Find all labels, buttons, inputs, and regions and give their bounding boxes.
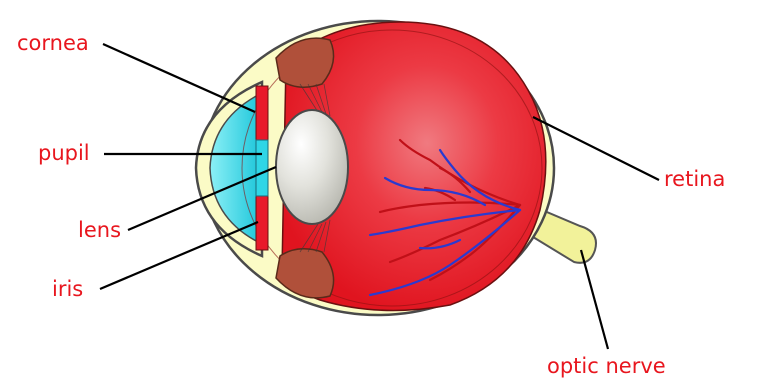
label-cornea: cornea [17,33,89,54]
label-optic-nerve: optic nerve [547,356,666,377]
pupil-opening [256,140,268,196]
iris-pointer [100,222,258,289]
cornea-pointer [103,44,255,112]
label-pupil: pupil [38,143,90,164]
label-iris: iris [52,279,83,300]
label-lens: lens [78,220,121,241]
lens [276,110,348,224]
optic-nerve-pointer [581,250,608,349]
label-retina: retina [664,169,725,190]
